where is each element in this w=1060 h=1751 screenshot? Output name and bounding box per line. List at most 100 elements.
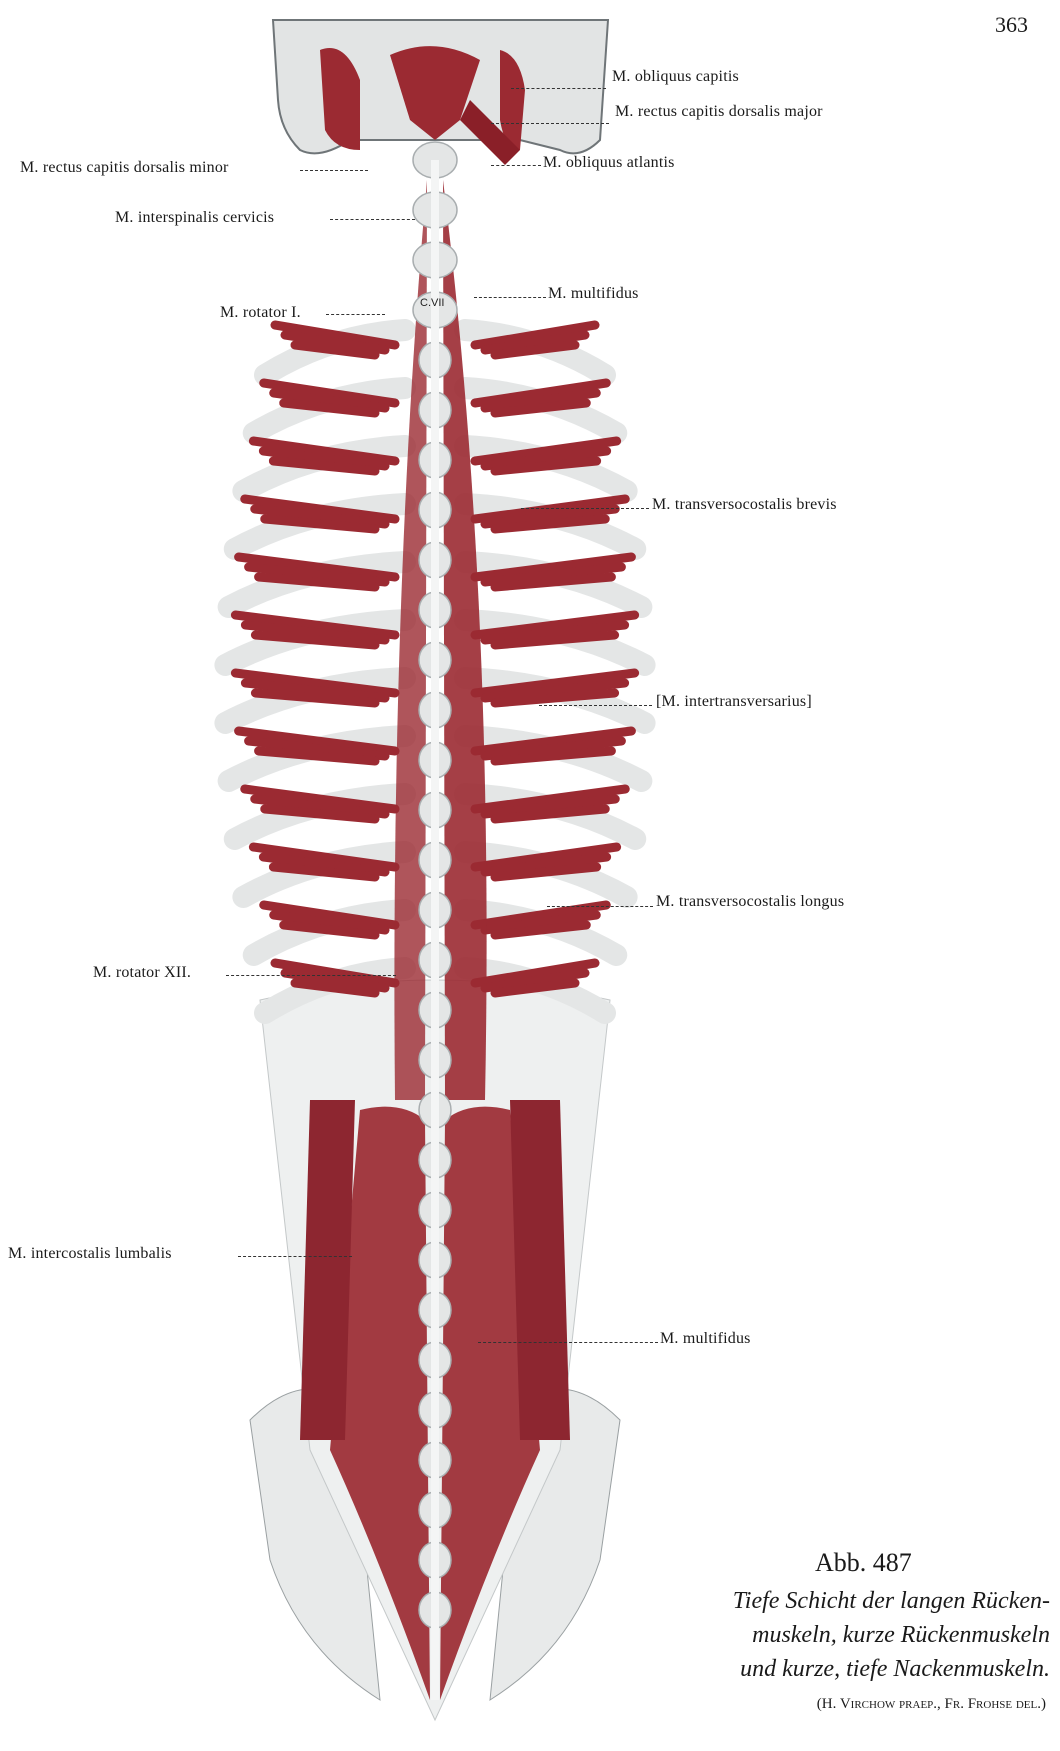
muscle-strand <box>269 910 390 935</box>
figure-credit: (H. Virchow praep., Fr. Frohse del.) <box>816 1696 1046 1712</box>
muscle-strand <box>480 504 620 529</box>
muscle-strand <box>260 514 380 534</box>
muscle-strand <box>490 572 616 592</box>
muscle-strand <box>480 330 590 355</box>
leader-line <box>326 314 385 315</box>
multifidus-muscle <box>443 180 487 1100</box>
muscle-strand <box>234 726 400 756</box>
muscle-strand <box>490 630 620 650</box>
skull-base <box>271 19 610 165</box>
muscle-strand <box>490 340 580 360</box>
muscle-strand <box>258 852 390 877</box>
muscle-strand <box>279 398 380 418</box>
muscle-strand <box>470 320 600 350</box>
muscle-strand <box>490 398 591 418</box>
figure-number: Abb. 487 <box>815 1548 912 1577</box>
vertebra-mark-c7: C.VII <box>420 297 444 309</box>
muscle-strand <box>250 630 380 650</box>
leader-line <box>226 975 396 976</box>
figure-caption-line-1: Tiefe Schicht der langen Rücken- <box>732 1588 1050 1614</box>
muscle-strand <box>290 340 380 360</box>
muscle-strand <box>480 736 626 761</box>
muscle-strand <box>244 562 390 587</box>
muscle-strand <box>490 456 602 476</box>
label-transversocostalis-longus: M. transversocostalis longus <box>656 893 845 910</box>
muscle-strand <box>480 678 630 703</box>
label-rotator-12: M. rotator XII. <box>93 964 192 981</box>
muscle-strand <box>259 378 400 408</box>
muscle-strand <box>240 494 400 524</box>
muscle-strand <box>240 620 390 645</box>
leader-line <box>521 508 649 509</box>
label-transversocostalis-brevis: M. transversocostalis brevis <box>652 496 837 513</box>
label-intercostalis-lumbalis: M. intercostalis lumbalis <box>8 1245 172 1262</box>
leader-line <box>547 906 653 907</box>
muscle-strand <box>259 900 400 930</box>
muscle-strand <box>480 794 620 819</box>
muscle-strand <box>480 852 612 877</box>
leader-line <box>474 297 546 298</box>
leader-line <box>478 1342 658 1343</box>
muscle-strand <box>470 784 630 814</box>
muscle-strand <box>490 688 620 708</box>
muscle-strand <box>290 978 380 998</box>
muscle-strand <box>248 842 400 872</box>
muscle-strand <box>480 562 626 587</box>
muscle-strand <box>490 804 610 824</box>
muscle-strand <box>470 436 622 466</box>
leader-line <box>491 165 541 166</box>
muscle-strand <box>254 572 380 592</box>
label-rectus-capitis-dorsalis-major: M. rectus capitis dorsalis major <box>615 103 823 120</box>
muscle-strand <box>490 514 610 534</box>
muscle-strand <box>240 678 390 703</box>
muscle-strand <box>480 388 601 413</box>
muscle-strand <box>240 784 400 814</box>
muscle-strand <box>470 552 636 582</box>
muscle-strand <box>250 504 390 529</box>
muscle-strand <box>270 320 400 350</box>
muscle-strand <box>480 446 612 471</box>
muscle-strand <box>250 794 390 819</box>
label-interspinalis-cervicis: M. interspinalis cervicis <box>115 209 275 226</box>
muscle-strand <box>490 920 591 940</box>
muscle-strand <box>269 388 390 413</box>
muscle-strand <box>230 610 400 640</box>
muscle-strand <box>480 620 630 645</box>
muscle-strand <box>470 958 600 988</box>
leader-line <box>511 88 606 89</box>
muscle-strand <box>470 900 611 930</box>
muscle-strand <box>268 456 380 476</box>
muscle-strand <box>470 610 640 640</box>
leader-line <box>238 1256 352 1257</box>
label-rectus-capitis-dorsalis-minor: M. rectus capitis dorsalis minor <box>20 159 229 176</box>
label-obliquus-atlantis: M. obliquus atlantis <box>543 154 675 171</box>
label-obliquus-capitis: M. obliquus capitis <box>612 68 739 85</box>
muscle-strand <box>490 978 580 998</box>
muscle-strand <box>258 446 390 471</box>
leader-line <box>330 219 415 220</box>
leader-line <box>491 123 609 124</box>
muscle-strand <box>490 746 616 766</box>
muscle-strand <box>470 842 622 872</box>
muscle-strand <box>480 910 601 935</box>
muscle-strand <box>270 958 400 988</box>
label-multifidus-upper: M. multifidus <box>548 285 639 302</box>
erector-lower <box>300 1100 570 1700</box>
muscle-strand <box>280 330 390 355</box>
page-number: 363 <box>995 12 1028 37</box>
label-multifidus-lower: M. multifidus <box>660 1330 751 1347</box>
muscle-strand <box>260 804 380 824</box>
label-rotator-1: M. rotator I. <box>220 304 301 321</box>
muscle-strand <box>230 668 400 698</box>
muscle-strand <box>234 552 400 582</box>
muscle-strand <box>470 668 640 698</box>
figure-caption-line-3: und kurze, tiefe Nackenmuskeln. <box>740 1656 1050 1682</box>
muscle-strand <box>490 862 602 882</box>
muscle-strand <box>470 726 636 756</box>
muscle-strand <box>268 862 380 882</box>
leader-line <box>539 705 652 706</box>
leader-line <box>300 170 368 171</box>
figure-caption-line-2: muskeln, kurze Rückenmuskeln <box>752 1622 1050 1648</box>
muscle-strand <box>244 736 390 761</box>
